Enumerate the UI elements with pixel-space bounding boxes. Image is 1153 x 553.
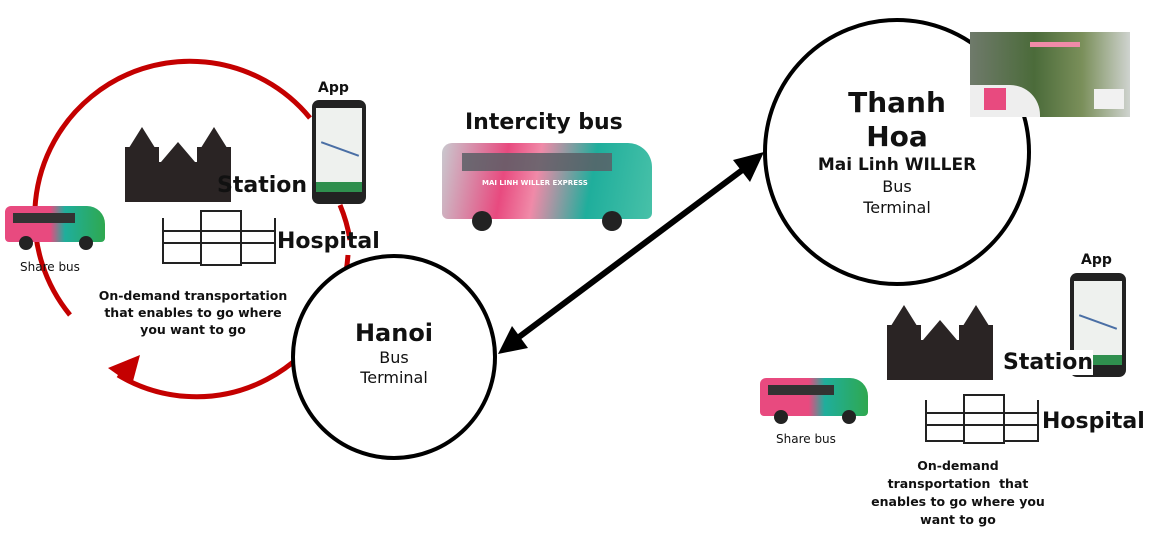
hanoi-name: Hanoi (354, 319, 434, 347)
hanoi-line3: Terminal (360, 368, 428, 387)
phone-app-icon-left (312, 100, 366, 204)
hospital-label-right: Hospital (1042, 409, 1145, 434)
hanoi-circle (291, 254, 497, 460)
hospital-building-icon-right (925, 394, 1039, 444)
thanh-hoa-line4: Bus (882, 177, 912, 196)
station-building-icon-left (125, 122, 231, 202)
share-bus-label-right: Share bus (776, 432, 836, 446)
app-label-right: App (1081, 252, 1112, 268)
description-line: On-demand transportation (98, 288, 288, 303)
bus-livery-text: MAI LINH WILLER EXPRESS (482, 179, 588, 187)
description-line: want to go (920, 512, 996, 527)
hospital-label-left: Hospital (277, 229, 380, 254)
intercity-bus-label: Intercity bus (465, 110, 623, 135)
share-bus-label-left: Share bus (20, 260, 80, 274)
thanh-hoa-terminal-label: Thanh Hoa Mai Linh WILLER Bus Terminal (790, 86, 1004, 218)
thanh-hoa-line3: Mai Linh WILLER (817, 155, 977, 175)
description-line: transportation that (887, 476, 1029, 491)
station-label-right: Station (1003, 350, 1094, 375)
red-loop-arc-right (337, 204, 353, 241)
share-bus-icon-left (5, 206, 113, 254)
red-loop-arc-top (32, 58, 312, 317)
description-line: you want to go (140, 322, 246, 337)
on-demand-description-left: On-demand transportation that enables to… (78, 287, 308, 338)
thanh-hoa-circle (763, 18, 1031, 286)
description-line: On-demand (917, 458, 999, 473)
thanh-hoa-name-line1: Thanh (848, 86, 946, 119)
description-line: that enables to go where (104, 305, 282, 320)
arrowhead-hanoi (498, 326, 528, 354)
hanoi-line2: Bus (379, 348, 409, 367)
intercity-arrow-line (513, 165, 747, 343)
share-bus-icon-right (760, 378, 872, 428)
hanoi-terminal-label: Hanoi Bus Terminal (300, 318, 488, 388)
station-label-left: Station (217, 173, 308, 198)
description-line: enables to go where you (871, 494, 1045, 509)
thanh-hoa-line5: Terminal (863, 198, 931, 217)
terminal-interior-photo (970, 32, 1130, 117)
thanh-hoa-name-line2: Hoa (866, 120, 928, 153)
on-demand-description-right: On-demand transportation that enables to… (848, 457, 1068, 529)
hospital-building-icon-left (162, 210, 276, 266)
station-building-icon-right (887, 300, 993, 380)
app-label-left: App (318, 80, 349, 96)
red-loop-arrowhead (108, 355, 140, 385)
arrowhead-thanh-hoa (733, 152, 764, 182)
intercity-bus-icon: MAI LINH WILLER EXPRESS (442, 143, 656, 235)
